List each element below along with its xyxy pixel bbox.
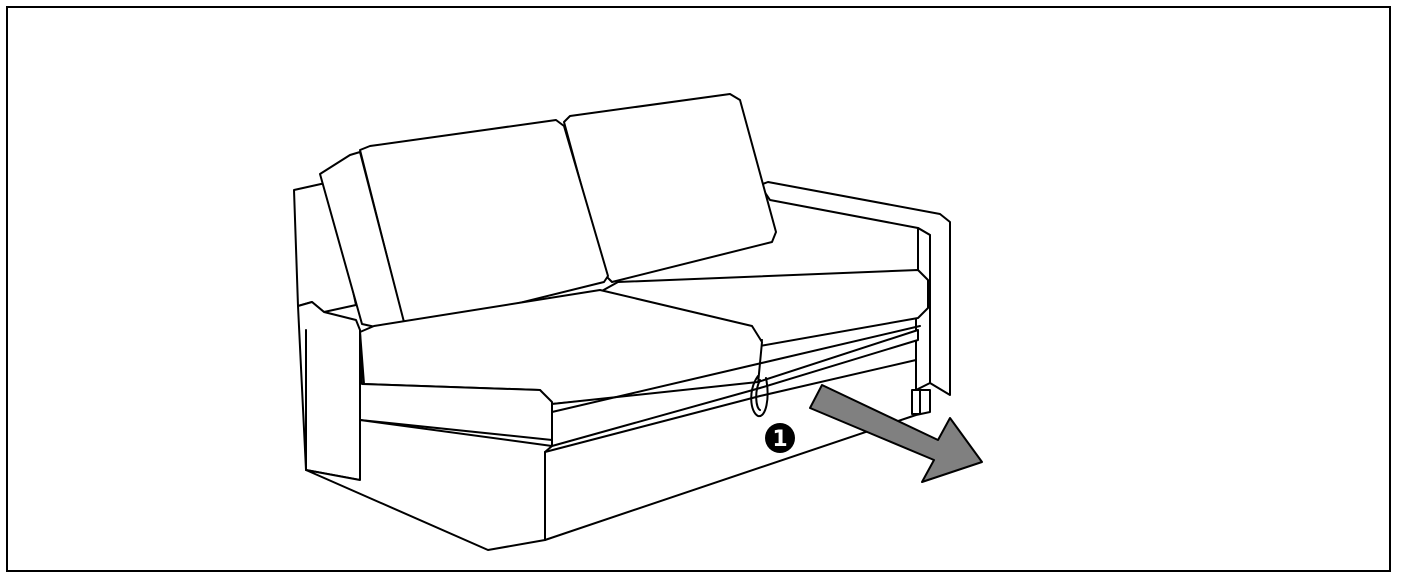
back-cushion-left [319,119,609,333]
direction-arrow [809,384,983,483]
right-leg [911,389,921,415]
back-cushion-right [563,93,777,283]
step-marker: 1 [765,423,795,453]
left-side-panel [293,181,361,481]
pull-loop[interactable] [750,375,769,418]
step-number: 1 [772,427,787,452]
